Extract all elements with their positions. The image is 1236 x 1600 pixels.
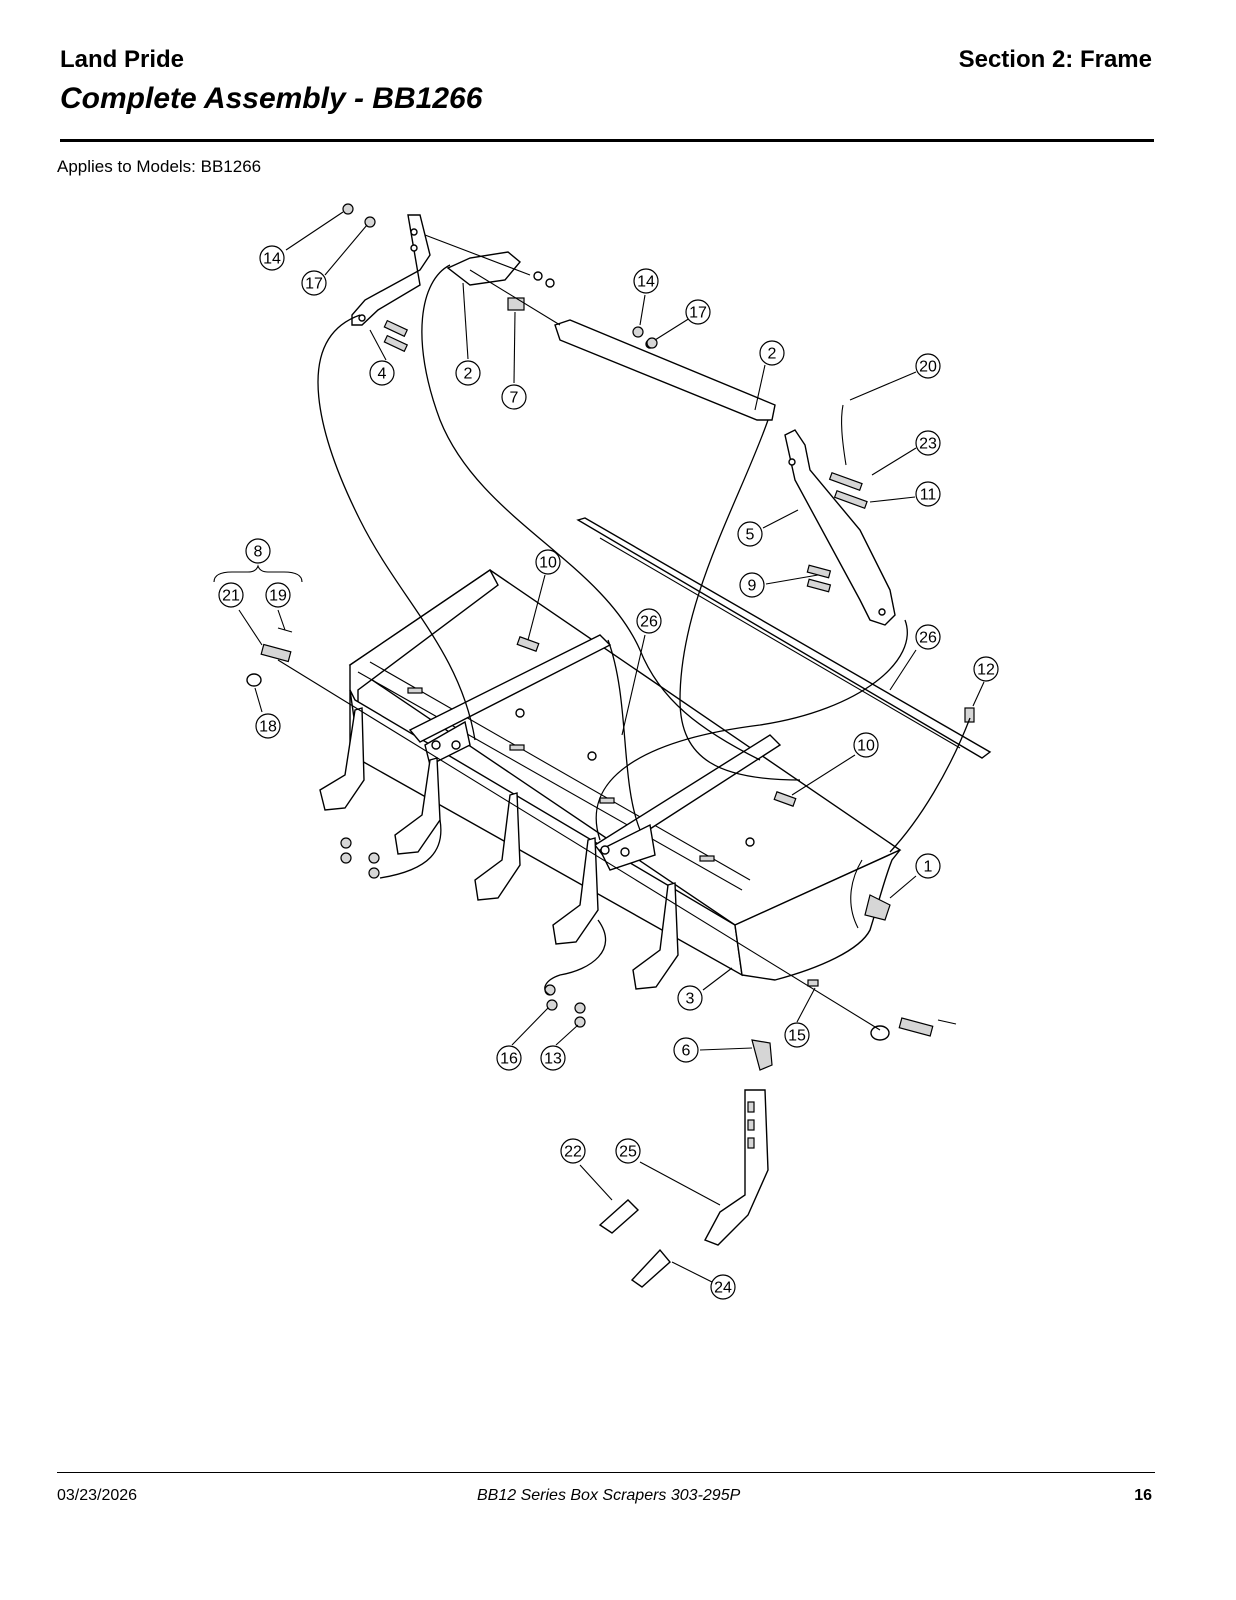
top-link-bracket-4 (351, 214, 431, 353)
svg-text:2: 2 (464, 366, 473, 383)
callout-17b: 17 (685, 299, 711, 325)
callout-14b: 14 (633, 268, 659, 294)
callout-1: 1 (915, 853, 941, 879)
svg-text:17: 17 (305, 276, 323, 293)
callout-24: 24 (710, 1274, 736, 1300)
svg-text:26: 26 (640, 614, 658, 631)
svg-text:9: 9 (748, 578, 757, 595)
svg-text:13: 13 (544, 1051, 562, 1068)
diagonal-brace-2 (554, 319, 776, 421)
svg-text:4: 4 (378, 366, 387, 383)
svg-text:10: 10 (857, 738, 875, 755)
callout-25: 25 (615, 1138, 641, 1164)
callout-16: 16 (496, 1045, 522, 1071)
svg-text:12: 12 (977, 662, 995, 679)
svg-text:20: 20 (919, 359, 937, 376)
callout-21: 21 (218, 582, 244, 608)
callout-7: 7 (501, 384, 527, 410)
page-title: Complete Assembly - BB1266 (60, 82, 483, 115)
callout-9: 9 (739, 572, 765, 598)
footer-document-title: BB12 Series Box Scrapers 303-295P (477, 1487, 741, 1504)
spare-shank-25 (704, 1089, 769, 1246)
tooth-22 (598, 1199, 640, 1234)
callout-17a: 17 (301, 270, 327, 296)
callout-18: 18 (255, 713, 281, 739)
callout-15: 15 (784, 1022, 810, 1048)
svg-text:24: 24 (714, 1280, 732, 1297)
svg-text:22: 22 (564, 1144, 582, 1161)
callout-6: 6 (673, 1037, 699, 1063)
footer-date: 03/23/2026 (57, 1487, 138, 1504)
svg-text:14: 14 (263, 251, 281, 268)
tooth-24 (630, 1248, 671, 1288)
section-title: Section 2: Frame (958, 46, 1152, 73)
svg-text:16: 16 (500, 1051, 518, 1068)
svg-text:11: 11 (920, 487, 937, 504)
svg-text:19: 19 (269, 588, 287, 605)
svg-text:5: 5 (746, 527, 755, 544)
svg-text:1: 1 (924, 859, 933, 876)
callout-12: 12 (973, 656, 999, 682)
hardware-small-parts (246, 203, 975, 1071)
callout-5: 5 (737, 521, 763, 547)
svg-text:21: 21 (222, 588, 240, 605)
scarifier-shanks (319, 707, 679, 990)
callout-26b: 26 (915, 624, 941, 650)
svg-text:3: 3 (686, 991, 695, 1008)
callout-10b: 10 (853, 732, 879, 758)
page-number: 16 (1134, 1487, 1152, 1504)
callout-2a: 2 (455, 360, 481, 386)
upper-frame-rails (408, 634, 782, 871)
callout-19: 19 (265, 582, 291, 608)
applies-to-models: Applies to Models: BB1266 (57, 157, 262, 176)
lift-arm-5 (784, 404, 896, 626)
cutting-edge-blade (576, 517, 992, 759)
callout-10a: 10 (535, 549, 561, 575)
svg-text:23: 23 (919, 436, 937, 453)
callout-23: 23 (915, 430, 941, 456)
callout-3: 3 (677, 985, 703, 1011)
callout-22: 22 (560, 1138, 586, 1164)
svg-text:18: 18 (259, 719, 277, 736)
footer-divider (57, 1472, 1155, 1473)
svg-text:2: 2 (768, 346, 777, 363)
callout-11: 11 (915, 481, 941, 507)
callout-14a: 14 (259, 245, 285, 271)
header-divider (60, 139, 1154, 142)
callout-26a: 26 (636, 608, 662, 634)
callout-8: 8 (245, 538, 271, 564)
brand-name: Land Pride (60, 46, 185, 73)
svg-text:7: 7 (510, 390, 519, 407)
svg-text:14: 14 (637, 274, 655, 291)
callout-13: 13 (540, 1045, 566, 1071)
callout-2b: 2 (759, 340, 785, 366)
svg-text:25: 25 (619, 1144, 637, 1161)
svg-text:26: 26 (919, 630, 937, 647)
callout-arrows (213, 211, 985, 1283)
callout-20: 20 (915, 353, 941, 379)
svg-text:17: 17 (689, 305, 707, 322)
leader-lines (277, 234, 971, 1031)
callout-4: 4 (369, 360, 395, 386)
svg-text:15: 15 (788, 1028, 806, 1045)
svg-text:6: 6 (682, 1043, 691, 1060)
svg-text:10: 10 (539, 555, 557, 572)
svg-text:8: 8 (254, 544, 263, 561)
